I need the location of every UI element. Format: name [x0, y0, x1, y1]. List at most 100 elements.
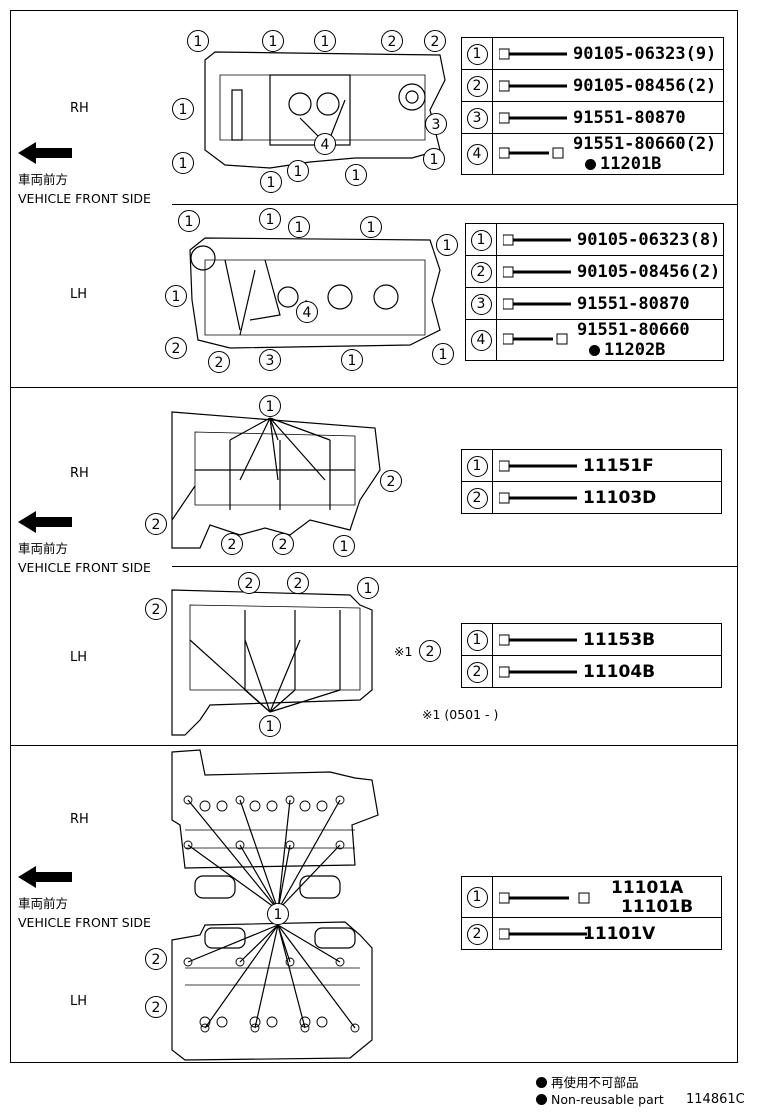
callout: 1	[259, 715, 281, 737]
callout: 2	[165, 337, 187, 359]
bolt-icon	[499, 460, 577, 472]
row-num: 2	[466, 75, 488, 97]
parts-table-s1-rh: 1 90105-06323(9) 2 90105-08456(2) 3 9155…	[461, 37, 724, 175]
bolt-icon	[499, 928, 587, 940]
part-number: 11153B	[583, 630, 656, 650]
callout: 1	[178, 210, 200, 232]
row-num: 1	[466, 629, 488, 651]
part-number: 11151F	[583, 456, 654, 476]
row-num: 1	[470, 229, 492, 251]
callout: 1	[345, 164, 367, 186]
front-jp: 車両前方	[18, 172, 69, 187]
sec3-lh-label: LH	[70, 994, 88, 1009]
legend-jp-text: 再使用不可部品	[551, 1075, 639, 1090]
callout: 1	[287, 160, 309, 182]
callout: 1	[436, 234, 458, 256]
callout: 2	[221, 533, 243, 555]
callout: 2	[380, 470, 402, 492]
part-number: 11101A	[611, 878, 684, 898]
callout: 3	[259, 349, 281, 371]
non-reusable-part: 11201B	[585, 154, 661, 174]
callout: 1	[187, 30, 209, 52]
divider-2-3	[10, 745, 738, 746]
callout: 1	[259, 395, 281, 417]
bolt-icon	[499, 892, 590, 904]
callout: 4	[296, 301, 318, 323]
callout: 1	[260, 171, 282, 193]
front-jp: 車両前方	[18, 896, 69, 911]
row-num: 2	[466, 487, 488, 509]
callout: 1	[259, 208, 281, 230]
divider-s2	[172, 566, 738, 567]
sec3-rh-label: RH	[70, 812, 89, 827]
callout: 1	[172, 152, 194, 174]
callout: 2	[424, 30, 446, 52]
row-num: 3	[466, 107, 488, 129]
front-side-label-1: 車両前方 VEHICLE FRONT SIDE	[18, 170, 151, 208]
legend-jp: 再使用不可部品	[536, 1072, 639, 1091]
non-reusable-part: 11202B	[589, 340, 665, 360]
row-num: 3	[470, 293, 492, 315]
front-en: VEHICLE FRONT SIDE	[18, 191, 151, 206]
callout: 1	[262, 30, 284, 52]
sec1-lh-label: LH	[70, 287, 88, 302]
callout: 3	[425, 113, 447, 135]
callout: 2	[208, 351, 230, 373]
row-num: 1	[466, 887, 488, 908]
part-number: 91551-80660	[577, 320, 690, 340]
front-en: VEHICLE FRONT SIDE	[18, 915, 151, 930]
callout: 1	[432, 343, 454, 365]
bolt-icon	[499, 48, 567, 60]
part-number: 11103D	[583, 488, 657, 508]
part-number: 90105-08456(2)	[573, 76, 717, 96]
part-number: 90105-08456(2)	[577, 262, 721, 282]
callout: 1	[341, 349, 363, 371]
callout: 2	[381, 30, 403, 52]
callout: 1	[288, 216, 310, 238]
row-num: 2	[466, 661, 488, 683]
parts-table-s2-rh: 1 11151F 2 11103D	[461, 449, 722, 514]
bolt-icon	[499, 666, 577, 678]
callout: 2	[419, 640, 441, 662]
row-num: 1	[466, 455, 488, 477]
front-arrow-icon	[18, 866, 72, 888]
part-number: 91551-80870	[573, 108, 686, 128]
non-reusable-icon	[536, 1094, 547, 1105]
callout: 2	[145, 948, 167, 970]
sec2-rh-label: RH	[70, 466, 89, 481]
divider-s1	[172, 204, 738, 205]
row-num: 1	[466, 43, 488, 65]
front-en: VEHICLE FRONT SIDE	[18, 560, 151, 575]
row-num: 2	[466, 923, 488, 945]
divider-1-2	[10, 387, 738, 388]
callout: 2	[287, 572, 309, 594]
bolt-icon	[499, 147, 564, 159]
bolt-icon	[503, 333, 568, 345]
row-num: 2	[470, 261, 492, 283]
non-reusable-icon	[585, 159, 596, 170]
part-number: 91551-80660(2)	[573, 134, 717, 154]
applicability-note: ※1 (0501 - )	[422, 707, 499, 722]
bolt-icon	[499, 80, 567, 92]
bolt-icon	[499, 112, 567, 124]
callout: 2	[145, 598, 167, 620]
bolt-icon	[503, 266, 571, 278]
row-num: 4	[470, 330, 492, 351]
callout: 2	[145, 996, 167, 1018]
extra-part-number: 11101B	[621, 897, 694, 917]
callout: 1	[360, 216, 382, 238]
parts-table-s2-lh: 1 11153B 2 11104B	[461, 623, 722, 688]
callout: 1	[267, 903, 289, 925]
diagram-id: 114861C	[686, 1092, 745, 1107]
callout: 1	[172, 98, 194, 120]
callout: 1	[165, 285, 187, 307]
front-arrow-icon	[18, 511, 72, 533]
bolt-icon	[503, 234, 571, 246]
legend-en: Non-reusable part	[536, 1092, 664, 1107]
non-reusable-icon	[536, 1077, 547, 1088]
callout: 1	[314, 30, 336, 52]
non-reusable-icon	[589, 345, 600, 356]
callout: 1	[333, 535, 355, 557]
